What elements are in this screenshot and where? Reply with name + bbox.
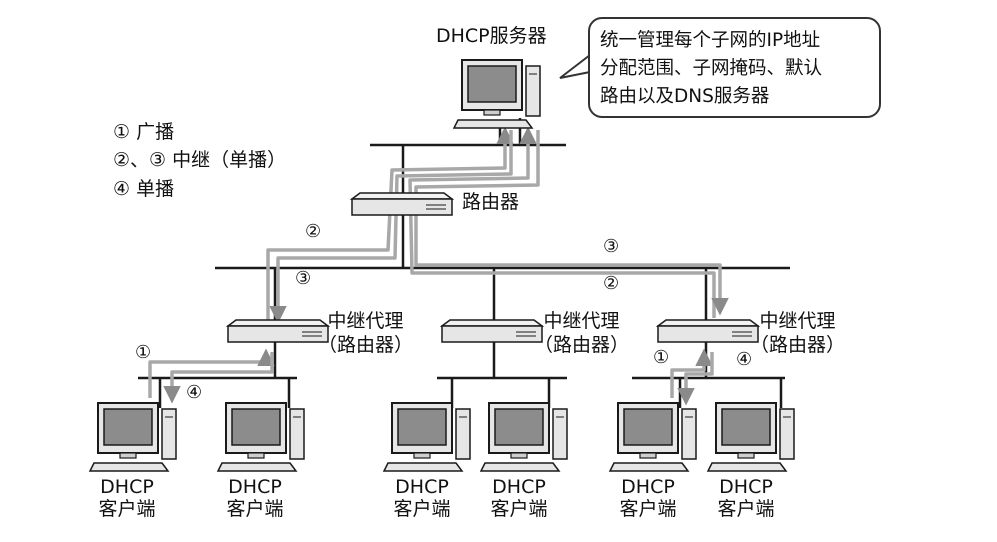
client-computer-2 <box>217 402 305 472</box>
marker-relay-up-left: ② <box>305 221 322 242</box>
client-label-1: DHCP 客户端 <box>82 476 172 520</box>
legend-item-unicast: ④ 单播 <box>113 178 175 200</box>
relay-device-1 <box>227 319 329 343</box>
client-label-3-line2: 客户端 <box>393 498 451 520</box>
marker-broadcast-right: ① <box>653 347 670 368</box>
client-label-5-line1: DHCP <box>621 476 675 498</box>
marker-relay-down-left: ③ <box>295 268 312 289</box>
relay-label-1-line2: （路由器） <box>318 334 414 356</box>
relay-device-2 <box>441 319 543 343</box>
client-computer-6 <box>707 402 795 472</box>
client-label-3-line1: DHCP <box>395 476 449 498</box>
client-label-6-line1: DHCP <box>719 476 773 498</box>
client-label-1-line2: 客户端 <box>98 498 156 520</box>
legend-item-relay: ②、③ 中继（单播） <box>113 149 287 171</box>
client-computer-3 <box>383 402 471 472</box>
client-label-1-line1: DHCP <box>100 476 154 498</box>
server-callout: 统一管理每个子网的IP地址 分配范围、子网掩码、默认 路由以及DNS服务器 <box>588 17 881 118</box>
client-label-5: DHCP 客户端 <box>603 476 693 520</box>
server-label: DHCP服务器 <box>436 25 547 47</box>
relay-label-3: 中继代理 （路由器） <box>750 309 845 357</box>
callout-line-2: 分配范围、子网掩码、默认 <box>600 58 823 79</box>
relay-label-3-line1: 中继代理 <box>759 310 836 332</box>
legend-item-broadcast: ① 广播 <box>113 121 175 143</box>
client-label-4: DHCP 客户端 <box>474 476 564 520</box>
client-computer-1 <box>89 402 177 472</box>
client-label-6: DHCP 客户端 <box>701 476 791 520</box>
dhcp-server-computer <box>453 59 541 129</box>
marker-relay-up-right: ② <box>603 273 620 294</box>
relay-label-2-line2: （路由器） <box>534 334 630 356</box>
relay-label-2-line1: 中继代理 <box>543 310 620 332</box>
router-label: 路由器 <box>462 191 520 213</box>
client-label-4-line2: 客户端 <box>490 498 548 520</box>
client-label-5-line2: 客户端 <box>619 498 677 520</box>
marker-unicast-left: ④ <box>186 382 203 403</box>
client-label-2-line1: DHCP <box>228 476 282 498</box>
client-label-2-line2: 客户端 <box>226 498 284 520</box>
marker-relay-down-right: ③ <box>603 236 620 257</box>
relay-label-2: 中继代理 （路由器） <box>534 309 629 357</box>
relay-label-3-line2: （路由器） <box>750 334 846 356</box>
router-device <box>351 192 453 216</box>
client-label-4-line1: DHCP <box>492 476 546 498</box>
client-computer-5 <box>609 402 697 472</box>
client-label-6-line2: 客户端 <box>717 498 775 520</box>
callout-line-1: 统一管理每个子网的IP地址 <box>600 30 821 51</box>
marker-unicast-right: ④ <box>736 349 753 370</box>
relay-label-1-line1: 中继代理 <box>327 310 404 332</box>
callout-pointer <box>559 54 591 79</box>
marker-broadcast-left: ① <box>135 342 152 363</box>
client-label-2: DHCP 客户端 <box>210 476 300 520</box>
relay-device-3 <box>657 319 759 343</box>
client-label-3: DHCP 客户端 <box>377 476 467 520</box>
callout-line-3: 路由以及DNS服务器 <box>600 86 770 107</box>
relay-label-1: 中继代理 （路由器） <box>318 309 413 357</box>
client-computer-4 <box>480 402 568 472</box>
